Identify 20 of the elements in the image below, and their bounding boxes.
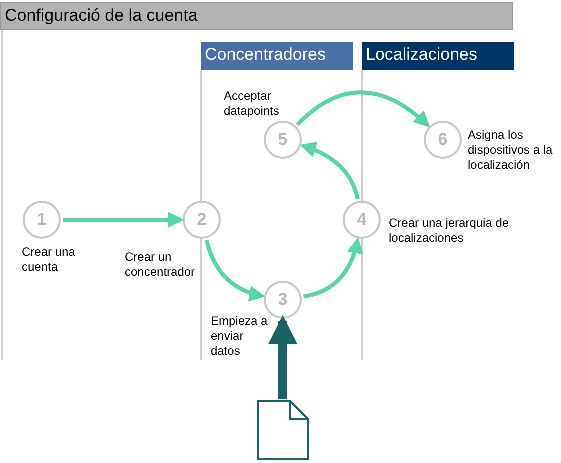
arrow bbox=[300, 142, 360, 200]
step-caption: Crear una jerarquia de localizaciones bbox=[389, 216, 510, 246]
step-circle: 6 bbox=[424, 121, 462, 159]
step-caption: Asigna los dispositivos a la localización bbox=[468, 128, 554, 173]
step-circle: 3 bbox=[264, 281, 302, 319]
arrow bbox=[303, 237, 363, 299]
lane-header: Configuració de la cuenta bbox=[0, 2, 513, 30]
arrow bbox=[63, 212, 184, 228]
arrow bbox=[296, 90, 430, 128]
lane-header: Concentradores bbox=[201, 42, 353, 70]
arrow bbox=[204, 240, 266, 302]
step-caption: Crear un concentrador bbox=[125, 250, 196, 280]
lane-header: Localizaciones bbox=[362, 42, 514, 70]
step-circle: 2 bbox=[183, 201, 221, 239]
step-circle: 1 bbox=[23, 201, 61, 239]
step-caption: Acceptar datapoints bbox=[224, 89, 280, 119]
arrow bbox=[268, 315, 298, 399]
step-circle: 5 bbox=[264, 121, 302, 159]
step-caption: Crear una cuenta bbox=[22, 245, 76, 275]
step-circle: 4 bbox=[343, 201, 381, 239]
